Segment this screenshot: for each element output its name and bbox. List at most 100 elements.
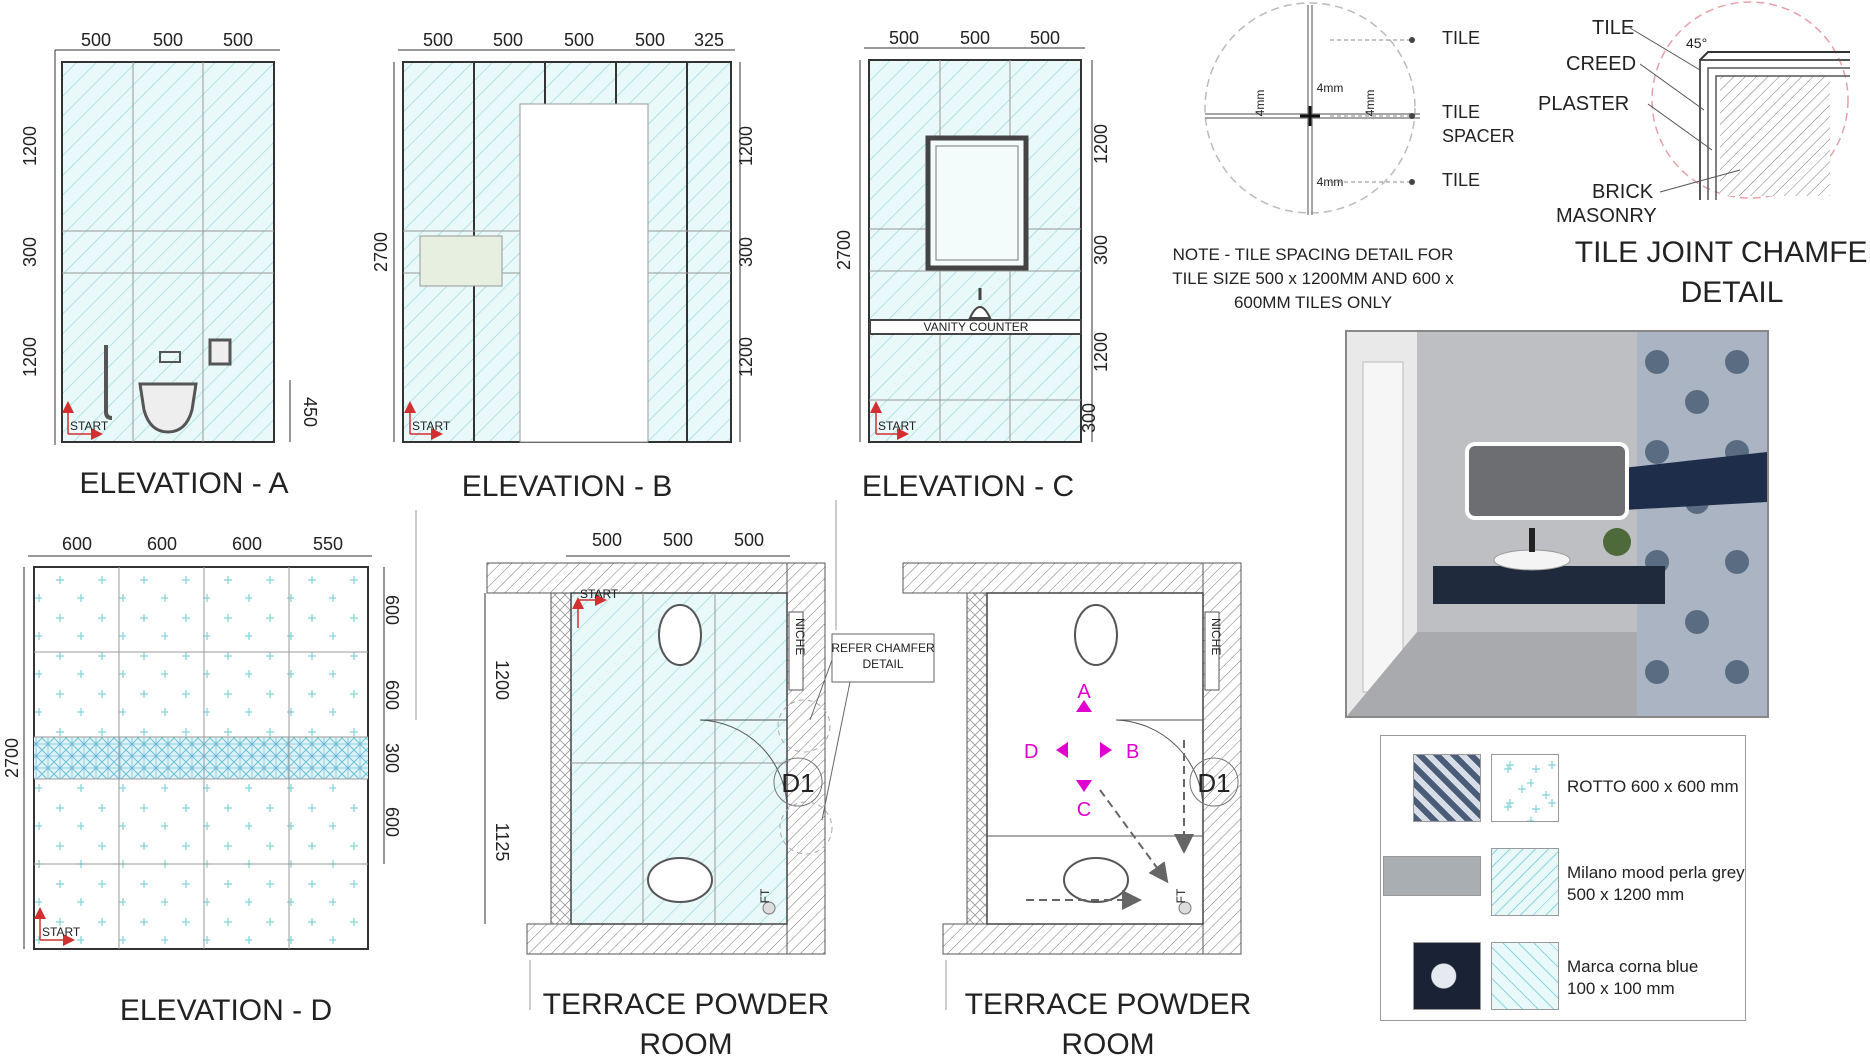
elevation-a-width-3: 500 bbox=[223, 30, 253, 50]
door-opening bbox=[519, 103, 649, 443]
chamfer-angle-label: 45° bbox=[1686, 35, 1707, 51]
elevation-b-width-4: 500 bbox=[635, 30, 665, 50]
milano-pattern-swatch bbox=[1491, 848, 1559, 916]
plan-left-height-1: 1200 bbox=[492, 660, 512, 700]
elevation-a-title: ELEVATION - A bbox=[80, 467, 289, 500]
elevation-d-height-1: 600 bbox=[382, 595, 402, 625]
elevation-b: 500 500 500 500 325 2700 1200 300 1200 S… bbox=[371, 30, 756, 503]
flush-plate-icon bbox=[208, 338, 232, 366]
elevation-a-start-label: START bbox=[70, 419, 109, 433]
elevation-d-height-4: 600 bbox=[382, 807, 402, 837]
chamfer-masonry-label: MASONRY bbox=[1556, 205, 1657, 227]
elevation-c: VANITY COUNTER 500 500 500 2700 1200 300… bbox=[834, 28, 1111, 503]
elevation-a-height-3: 1200 bbox=[20, 337, 40, 377]
view-marker-a-icon bbox=[1076, 700, 1092, 712]
elevation-a-width-2: 500 bbox=[153, 30, 183, 50]
gap-label-right: 4mm bbox=[1363, 90, 1377, 117]
callout-line-2: DETAIL bbox=[862, 657, 903, 671]
note-line-1: NOTE - TILE SPACING DETAIL FOR bbox=[1173, 245, 1454, 264]
niche-panel bbox=[419, 235, 503, 287]
chamfer-creed-label: CREED bbox=[1566, 53, 1636, 75]
plan-left: D1 NICHE FT REFER CHAMFER DETAIL 500 500… bbox=[484, 500, 935, 1056]
door-label: D1 bbox=[781, 768, 814, 798]
elevation-b-width-1: 500 bbox=[423, 30, 453, 50]
chamfer-tile-label: TILE bbox=[1592, 17, 1634, 39]
elevation-b-width-5: 325 bbox=[694, 30, 724, 50]
elevation-c-height-1: 1200 bbox=[1091, 124, 1111, 164]
hand-shower-icon bbox=[104, 345, 113, 420]
legend-milano-size: 500 x 1200 mm bbox=[1567, 885, 1685, 904]
marca-texture-swatch bbox=[1413, 942, 1481, 1010]
plan-left-title-line-2: ROOM bbox=[639, 1028, 732, 1056]
floor-trap-label: FT bbox=[758, 888, 772, 903]
view-marker-c-icon bbox=[1076, 780, 1092, 792]
elevation-c-title: ELEVATION - C bbox=[862, 470, 1074, 503]
plan-right-title-line-2: ROOM bbox=[1061, 1028, 1154, 1056]
elevation-c-start-label: START bbox=[878, 419, 917, 433]
basin-plan-icon bbox=[647, 857, 713, 903]
elevation-a-height-2: 300 bbox=[20, 237, 40, 267]
elevation-d: 600 600 600 550 2700 600 600 300 600 STA… bbox=[2, 510, 417, 1027]
plan-right-title-line-1: TERRACE POWDER bbox=[965, 988, 1252, 1021]
elevation-c-width-3: 500 bbox=[1030, 28, 1060, 48]
flush-button-icon bbox=[159, 351, 181, 363]
vanity-counter bbox=[869, 319, 1082, 335]
interior-render bbox=[1345, 330, 1769, 718]
elevation-d-height-3: 300 bbox=[382, 743, 402, 773]
elevation-a-width-1: 500 bbox=[81, 30, 111, 50]
elevation-c-height-3: 1200 bbox=[1091, 332, 1111, 372]
plan-left-start-label: START bbox=[580, 587, 619, 601]
chamfer-title-line-2: DETAIL bbox=[1681, 276, 1784, 309]
tile-spacing-detail: 4mm 4mm 4mm 4mm TILE TILE SPACER TILE NO… bbox=[1172, 2, 1515, 312]
elevation-a-wall bbox=[61, 61, 275, 443]
elevation-c-height-4: 300 bbox=[1079, 403, 1099, 433]
view-marker-d-icon bbox=[1056, 742, 1068, 758]
elevation-b-height-3: 1200 bbox=[736, 337, 756, 377]
plan-left-height-2: 1125 bbox=[492, 823, 512, 862]
view-marker-b: B bbox=[1126, 741, 1139, 763]
elevation-b-width-3: 500 bbox=[564, 30, 594, 50]
plan-left-title-line-1: TERRACE POWDER bbox=[543, 988, 830, 1021]
tile-label-2: TILE bbox=[1442, 102, 1480, 122]
elevation-d-height-2: 600 bbox=[382, 680, 402, 710]
elevation-c-height-total: 2700 bbox=[834, 230, 854, 270]
chamfer-detail: 45° TILE CREED PLASTER BRICK MASONRY TIL… bbox=[1538, 1, 1870, 309]
elevation-d-title: ELEVATION - D bbox=[120, 994, 332, 1027]
elevation-d-width-4: 550 bbox=[313, 534, 343, 554]
elevation-a: 500 500 500 1200 300 1200 450 START ELEV… bbox=[20, 30, 320, 500]
rotto-pattern-swatch bbox=[1491, 754, 1559, 822]
basin-icon bbox=[968, 306, 992, 319]
material-legend: ROTTO 600 x 600 mm Milano mood perla gre… bbox=[1380, 735, 1746, 1021]
elevation-c-width-2: 500 bbox=[960, 28, 990, 48]
mosaic-band bbox=[34, 737, 368, 779]
plan-left-width-1: 500 bbox=[592, 530, 622, 550]
elevation-b-height-total: 2700 bbox=[371, 232, 391, 272]
elevation-b-width-2: 500 bbox=[493, 30, 523, 50]
elevation-d-width-1: 600 bbox=[62, 534, 92, 554]
elevation-b-start-label: START bbox=[412, 419, 451, 433]
gap-label-left: 4mm bbox=[1253, 90, 1267, 117]
view-marker-a: A bbox=[1077, 681, 1091, 703]
tile-label-3: TILE bbox=[1442, 170, 1480, 190]
rotto-texture-swatch bbox=[1413, 754, 1481, 822]
wc-plan-icon bbox=[658, 604, 702, 666]
chamfer-plaster-label: PLASTER bbox=[1538, 93, 1629, 115]
tile-label-1: TILE bbox=[1442, 28, 1480, 48]
legend-marca-label: Marca corna blue bbox=[1567, 957, 1699, 976]
elevation-d-start-label: START bbox=[42, 925, 81, 939]
legend-milano-label: Milano mood perla grey bbox=[1567, 863, 1745, 882]
chamfer-title-line-1: TILE JOINT CHAMFER bbox=[1575, 236, 1870, 269]
elevation-d-height-total: 2700 bbox=[2, 738, 22, 778]
view-marker-b-icon bbox=[1100, 742, 1112, 758]
note-line-3: 600MM TILES ONLY bbox=[1234, 293, 1392, 312]
niche-label-2: NICHE bbox=[1209, 618, 1223, 655]
vanity-counter-label: VANITY COUNTER bbox=[924, 320, 1029, 334]
gap-label-top: 4mm bbox=[1317, 81, 1344, 95]
elevation-c-height-2: 300 bbox=[1091, 235, 1111, 265]
legend-marca-size: 100 x 100 mm bbox=[1567, 979, 1675, 998]
elevation-b-title: ELEVATION - B bbox=[462, 470, 673, 503]
door-swing bbox=[699, 719, 788, 807]
note-line-2: TILE SIZE 500 x 1200MM AND 600 x bbox=[1172, 269, 1454, 288]
callout-line-1: REFER CHAMFER bbox=[831, 641, 935, 655]
